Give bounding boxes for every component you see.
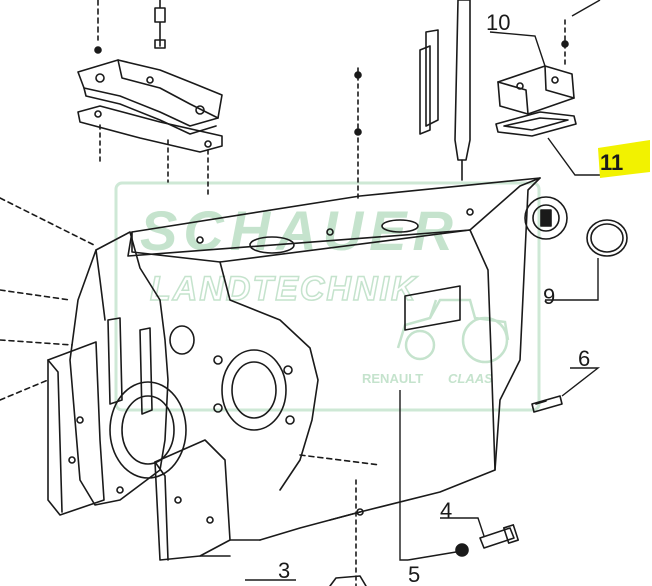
callout-labels: 10 11 9 6 4 3 5 bbox=[278, 10, 623, 586]
brand-claas: CLAAS bbox=[448, 371, 493, 386]
housing-body bbox=[47, 177, 541, 561]
callout-9: 9 bbox=[543, 284, 555, 309]
bolt-part-4 bbox=[355, 479, 520, 586]
vertical-pins bbox=[419, 0, 471, 181]
pin-part-6 bbox=[531, 395, 563, 413]
callout-4: 4 bbox=[440, 498, 452, 523]
watermark-subtitle: LANDTECHNIK bbox=[150, 270, 418, 308]
projection-lines bbox=[0, 197, 381, 466]
top-studs bbox=[94, 0, 362, 201]
upper-gasket bbox=[77, 105, 223, 196]
callout-11: 11 bbox=[600, 150, 623, 175]
watermark: SCHAUER LANDTECHNIK RENAULT CLAAS bbox=[114, 181, 541, 412]
leader-lines bbox=[245, 0, 601, 581]
callout-3: 3 bbox=[278, 558, 290, 583]
callout-10: 10 bbox=[486, 10, 510, 35]
callout-5: 5 bbox=[408, 562, 420, 586]
plug-and-oring bbox=[524, 196, 628, 257]
watermark-frame bbox=[114, 181, 541, 412]
gasket-part-11 bbox=[495, 111, 577, 137]
brand-renault: RENAULT bbox=[362, 371, 423, 386]
bottom-nut bbox=[329, 575, 367, 586]
line-art bbox=[0, 0, 628, 586]
upper-bracket bbox=[77, 59, 223, 135]
callout-6: 6 bbox=[578, 346, 590, 371]
callout-11-highlight bbox=[598, 140, 650, 178]
tractor-logo bbox=[396, 298, 510, 364]
